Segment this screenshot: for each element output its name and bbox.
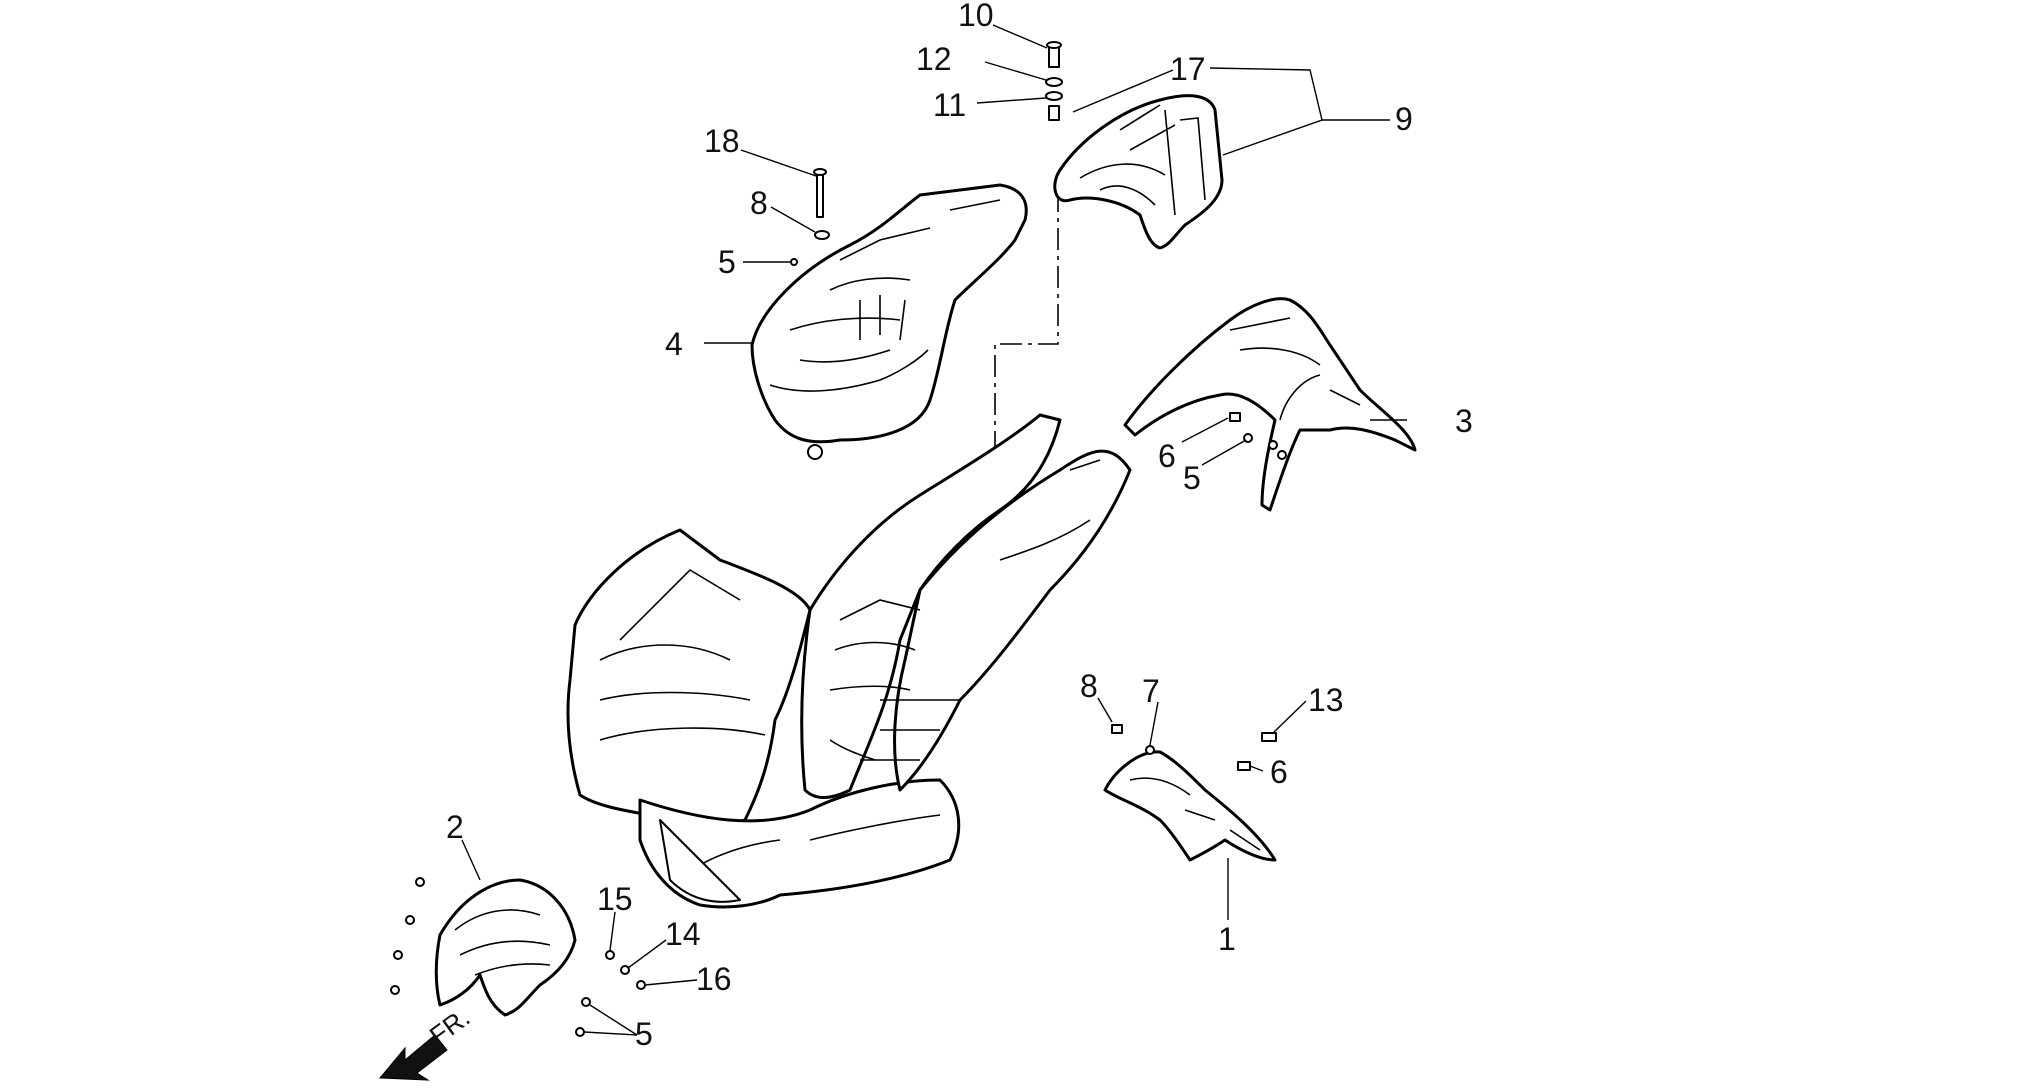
bolt-mudguard-a bbox=[415, 877, 425, 887]
nut-15 bbox=[605, 950, 615, 960]
bolt-mudguard-d bbox=[390, 985, 400, 995]
screw-5-front-b bbox=[575, 1027, 585, 1037]
screw-rear-b bbox=[1268, 440, 1278, 450]
leader-lines bbox=[461, 24, 1407, 1036]
callout-4: 4 bbox=[665, 326, 683, 362]
callout-12: 12 bbox=[916, 41, 952, 77]
callout-8: 8 bbox=[750, 185, 768, 221]
helmet-compartment bbox=[750, 183, 1028, 460]
front-mudguard bbox=[434, 878, 577, 1017]
clip-8-top bbox=[814, 230, 830, 240]
clip-8-splash bbox=[1111, 724, 1123, 734]
callout-2: 2 bbox=[446, 809, 464, 845]
front-body-shield bbox=[566, 413, 1132, 909]
callout-5: 5 bbox=[718, 244, 736, 280]
callout-14: 14 bbox=[665, 916, 701, 952]
callout-9: 9 bbox=[1395, 101, 1413, 137]
nut-6-splash bbox=[1237, 761, 1251, 771]
bolt-10 bbox=[1046, 41, 1062, 68]
callout-16: 16 bbox=[696, 961, 732, 997]
callout-labels: 10 12 11 17 9 18 8 5 4 3 6 5 8 7 13 6 1 … bbox=[446, 0, 1473, 1052]
grab-rail bbox=[1053, 94, 1224, 250]
assembly-dash-line bbox=[994, 190, 1059, 505]
callout-6: 6 bbox=[1270, 754, 1288, 790]
callout-5: 5 bbox=[635, 1016, 653, 1052]
callout-3: 3 bbox=[1455, 403, 1473, 439]
callout-13: 13 bbox=[1308, 682, 1344, 718]
rear-mudguard bbox=[1123, 297, 1417, 512]
callout-8: 8 bbox=[1080, 668, 1098, 704]
screw-5-front-a bbox=[581, 997, 591, 1007]
screw-18 bbox=[813, 168, 827, 218]
bolt-mudguard-c bbox=[393, 950, 403, 960]
screw-rear-c bbox=[1277, 450, 1287, 460]
callout-11: 11 bbox=[933, 87, 966, 123]
nut-6-rear bbox=[1229, 412, 1241, 422]
splash-guard bbox=[1103, 750, 1277, 862]
callout-7: 7 bbox=[1142, 673, 1160, 709]
screw-16 bbox=[636, 980, 646, 990]
spacer-11 bbox=[1048, 105, 1060, 121]
callout-17: 17 bbox=[1170, 51, 1206, 87]
screw-7 bbox=[1145, 745, 1155, 755]
callout-1: 1 bbox=[1218, 921, 1236, 957]
callout-18: 18 bbox=[704, 123, 740, 159]
callout-6: 6 bbox=[1158, 438, 1176, 474]
washer-12 bbox=[1045, 77, 1063, 87]
bolt-mudguard-b bbox=[405, 915, 415, 925]
callout-10: 10 bbox=[958, 0, 994, 33]
callout-5: 5 bbox=[1183, 460, 1201, 496]
bolt-13 bbox=[1261, 732, 1277, 742]
callout-15: 15 bbox=[597, 881, 633, 917]
front-direction-arrow: FR. bbox=[378, 1002, 475, 1081]
washer-12b bbox=[1045, 91, 1063, 101]
washer-14 bbox=[620, 965, 630, 975]
screw-5-top bbox=[790, 258, 798, 266]
